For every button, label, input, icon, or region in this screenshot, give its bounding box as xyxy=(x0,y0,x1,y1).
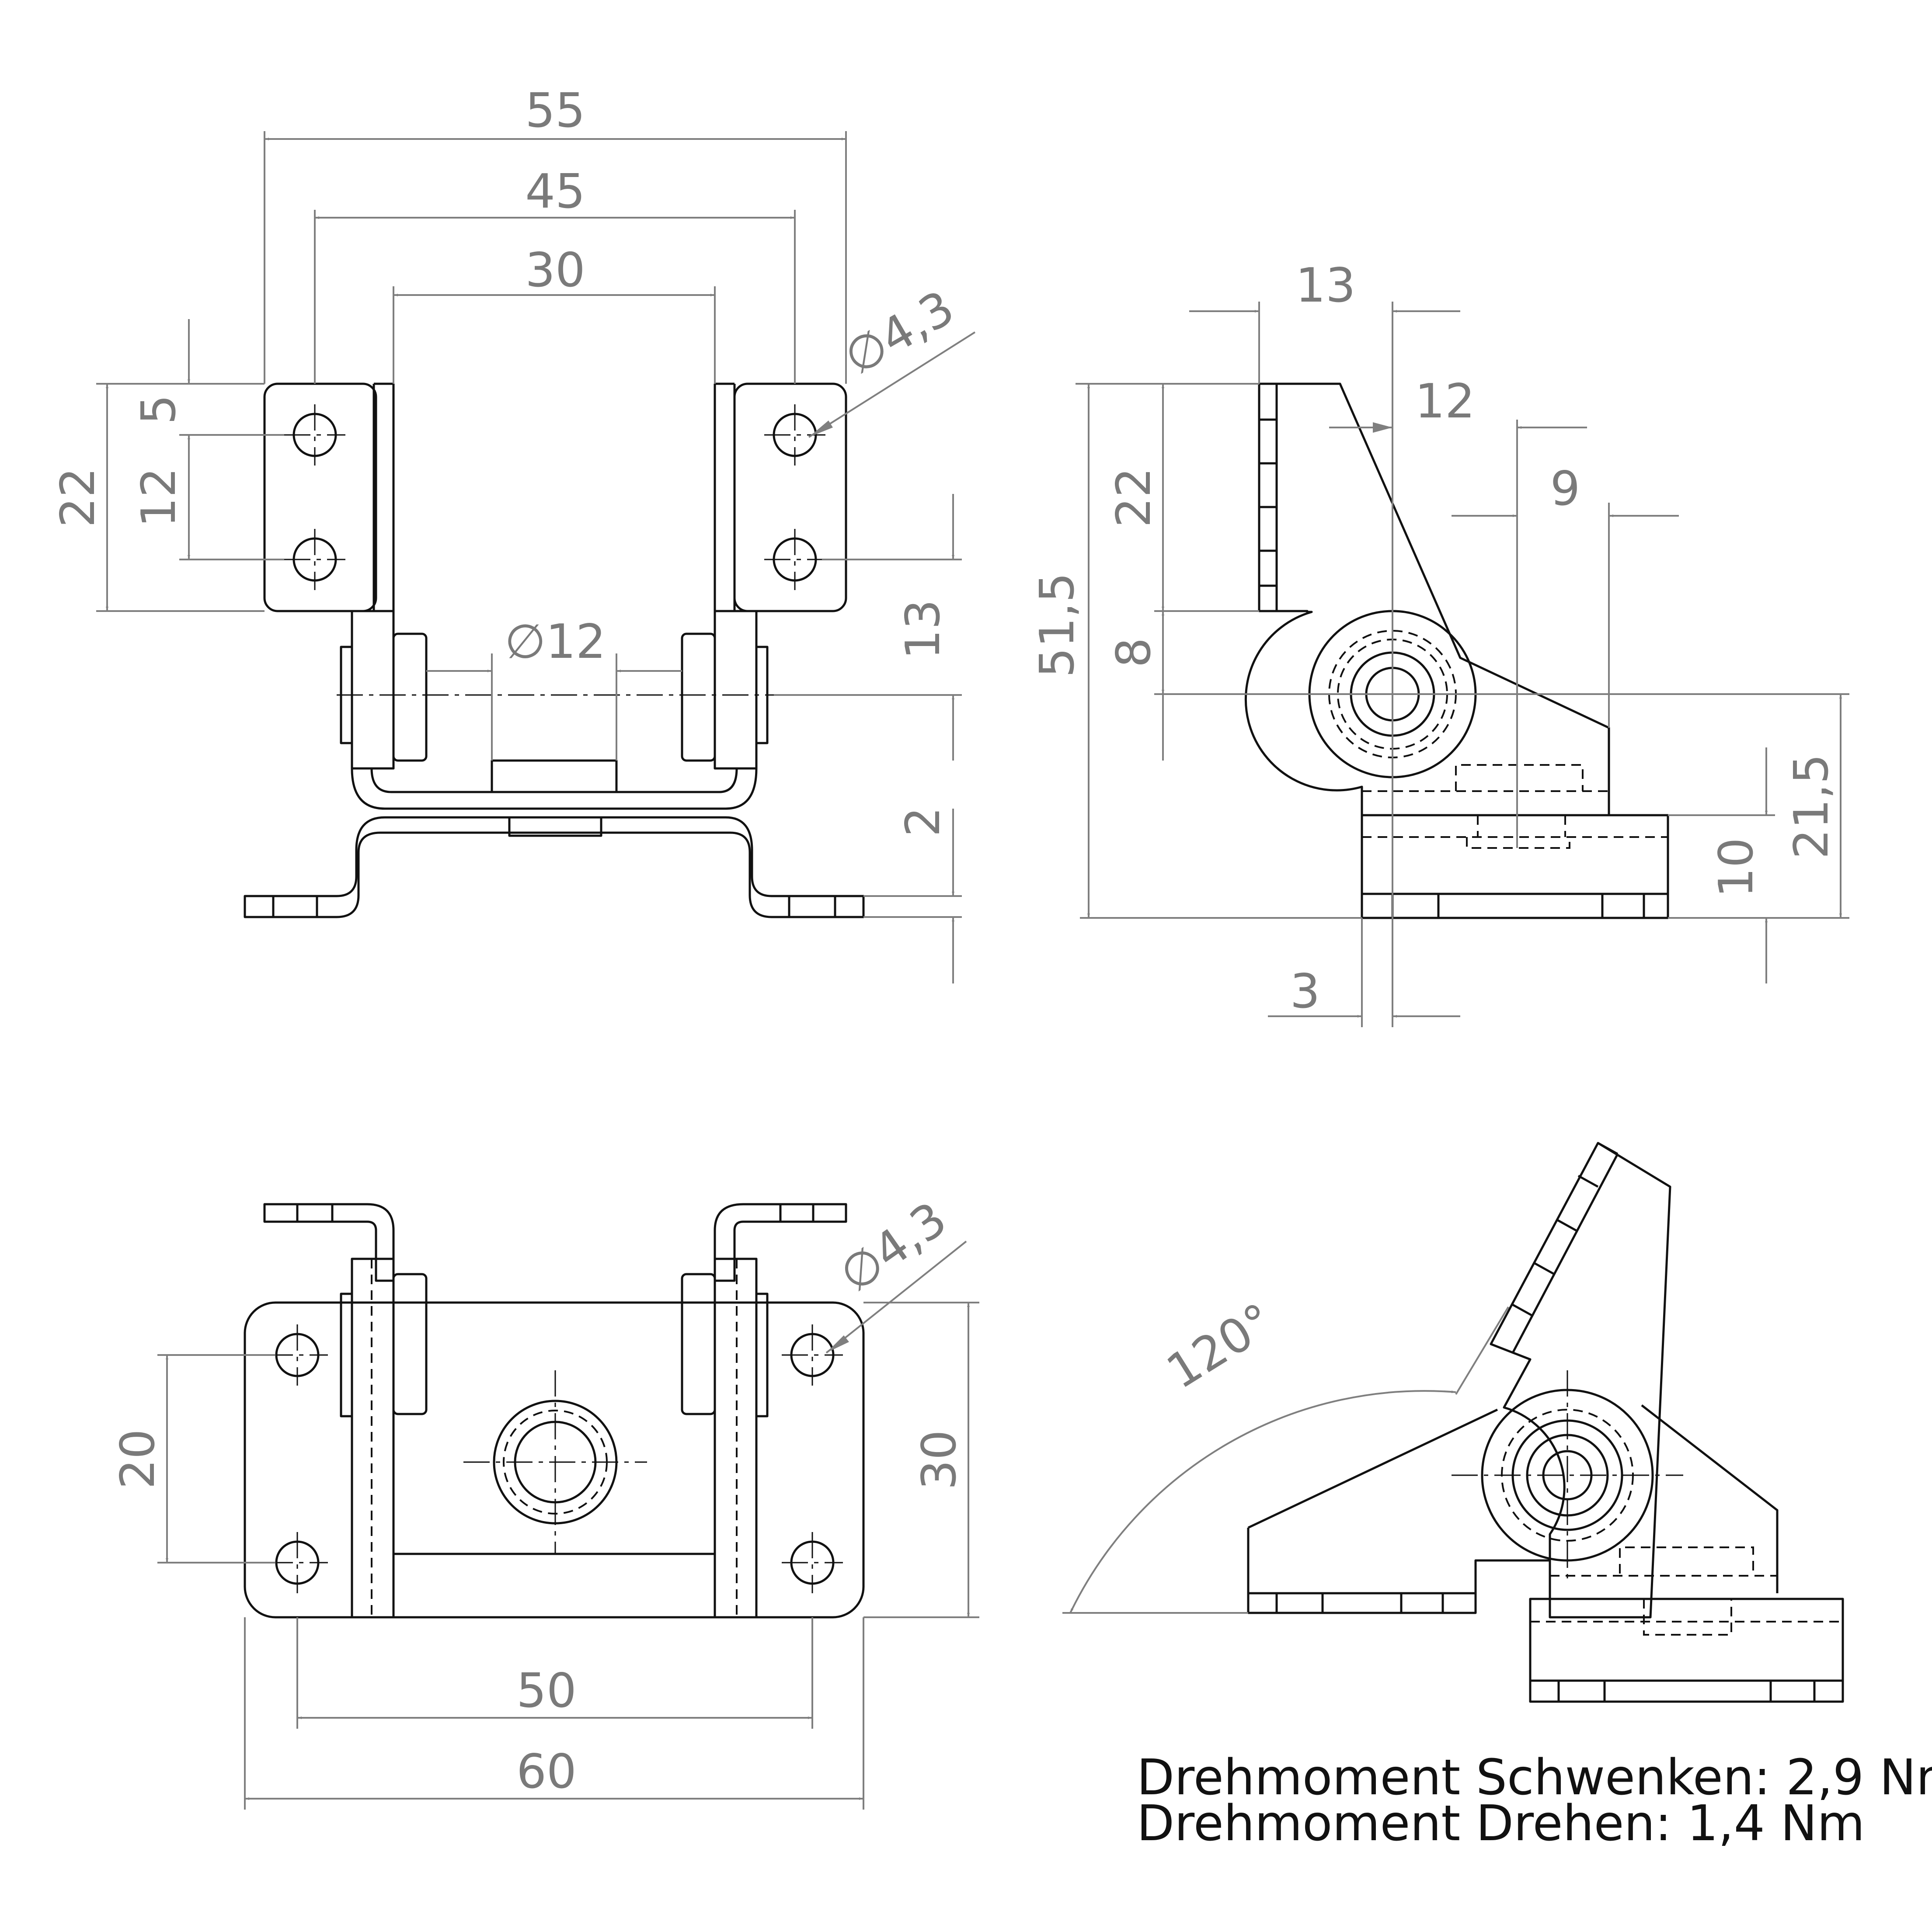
side-dim-9: 9 xyxy=(1550,462,1580,516)
top-dim-hole: ∅4,3 xyxy=(830,1192,956,1303)
torque-rotate-note: Drehmoment Drehen: 1,4 Nm xyxy=(1137,1795,1865,1852)
side-dim-12: 12 xyxy=(1415,374,1475,429)
top-dim-20: 20 xyxy=(111,1429,165,1489)
side-dim-22: 22 xyxy=(1107,467,1161,527)
front-right-plate xyxy=(733,382,847,612)
side-dim-51-5: 51,5 xyxy=(1030,573,1085,678)
front-dim-13: 13 xyxy=(896,599,950,659)
front-dim-hole: ∅4,3 xyxy=(835,280,964,386)
front-view: 55 45 30 ∅4,3 22 5 12 xyxy=(51,83,976,983)
side-view: 13 12 9 22 51,5 8 21,5 xyxy=(1030,258,1849,1027)
open-swung-leaf xyxy=(1490,1142,1671,1619)
front-dim-30: 30 xyxy=(525,243,585,298)
open-base-block xyxy=(1529,1598,1844,1703)
front-dim-2: 2 xyxy=(896,807,950,837)
front-dim-12: 12 xyxy=(132,467,186,527)
top-dim-60: 60 xyxy=(516,1744,576,1799)
side-dim-10: 10 xyxy=(1709,837,1764,897)
top-dim-50: 50 xyxy=(516,1664,576,1718)
top-view: ∅4,3 20 30 50 60 xyxy=(111,1192,979,1810)
torque-swivel-note: Drehmoment Schwenken: 2,9 Nm xyxy=(1137,1749,1932,1806)
front-u-channel xyxy=(351,768,758,810)
open-dim-angle: 120° xyxy=(1158,1293,1283,1400)
front-left-plate xyxy=(263,382,377,612)
top-base-plate xyxy=(244,1301,865,1619)
side-dim-21-5: 21,5 xyxy=(1784,754,1839,859)
front-base-bracket xyxy=(244,816,865,918)
front-dim-5: 5 xyxy=(132,395,186,425)
open-view: 120° xyxy=(1062,1142,1844,1703)
front-dim-pin: ∅12 xyxy=(505,615,606,669)
front-dim-22: 22 xyxy=(51,467,105,527)
side-dim-3: 3 xyxy=(1290,964,1320,1019)
front-dim-55: 55 xyxy=(525,83,585,138)
front-dim-45: 45 xyxy=(525,164,585,219)
side-upper-leaf xyxy=(1244,382,1610,817)
side-dim-13: 13 xyxy=(1295,258,1355,313)
top-dim-30: 30 xyxy=(912,1430,967,1490)
side-dim-8: 8 xyxy=(1107,638,1161,668)
side-base-block xyxy=(1361,814,1669,919)
